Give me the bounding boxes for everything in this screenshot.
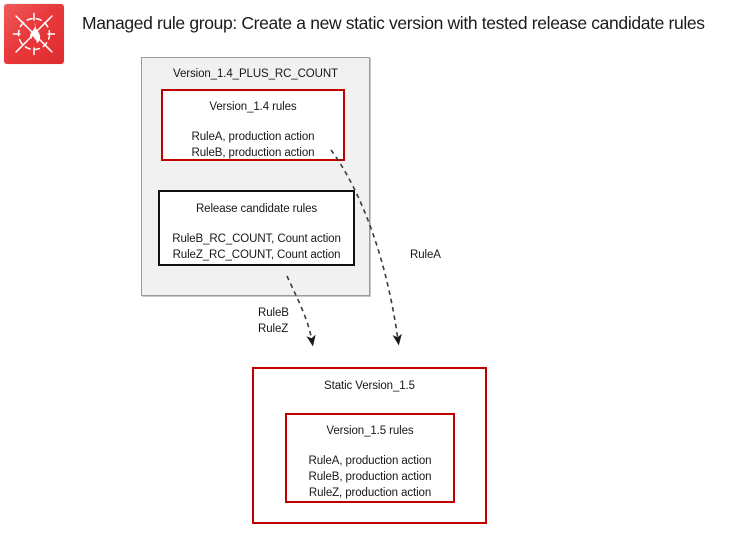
arrow-label-ruleb-rulez: RuleB RuleZ <box>258 305 289 337</box>
rule-line: RuleB, production action <box>308 471 432 483</box>
container-label: Version_1.4_PLUS_RC_COUNT <box>173 68 338 80</box>
box-release-candidate-rules-title: Release candidate rules <box>195 203 318 215</box>
rule-line: RuleZ, production action <box>308 487 432 499</box>
arrow-label-rulea: RuleA <box>410 249 441 261</box>
rule-line: RuleA, production action <box>191 131 315 143</box>
box-version-1-4-rules: Version_1.4 rules RuleA, production acti… <box>161 89 345 161</box>
box-static-version-1-5-title: Static Version_1.5 <box>324 380 415 392</box>
rule-line: RuleB_RC_COUNT, Count action <box>172 233 341 245</box>
box-version-1-5-rules-list: RuleA, production action RuleB, producti… <box>287 453 453 501</box>
rule-line: RuleB, production action <box>191 147 315 159</box>
box-version-1-4-rules-list: RuleA, production action RuleB, producti… <box>163 129 343 161</box>
aws-waf-icon <box>4 4 64 64</box>
box-version-1-4-rules-title: Version_1.4 rules <box>209 101 297 113</box>
box-version-1-5-rules: Version_1.5 rules RuleA, production acti… <box>285 413 455 503</box>
box-release-candidate-rules-list: RuleB_RC_COUNT, Count action RuleZ_RC_CO… <box>160 231 353 263</box>
box-release-candidate-rules: Release candidate rules RuleB_RC_COUNT, … <box>158 190 355 266</box>
rule-line: RuleA, production action <box>308 455 432 467</box>
box-version-1-5-rules-title: Version_1.5 rules <box>326 425 414 437</box>
rule-line: RuleZ_RC_COUNT, Count action <box>172 249 341 261</box>
arrow-label-rulez: RuleZ <box>258 323 289 335</box>
arrow-label-ruleb: RuleB <box>258 307 289 319</box>
page-title: Managed rule group: Create a new static … <box>82 13 705 33</box>
